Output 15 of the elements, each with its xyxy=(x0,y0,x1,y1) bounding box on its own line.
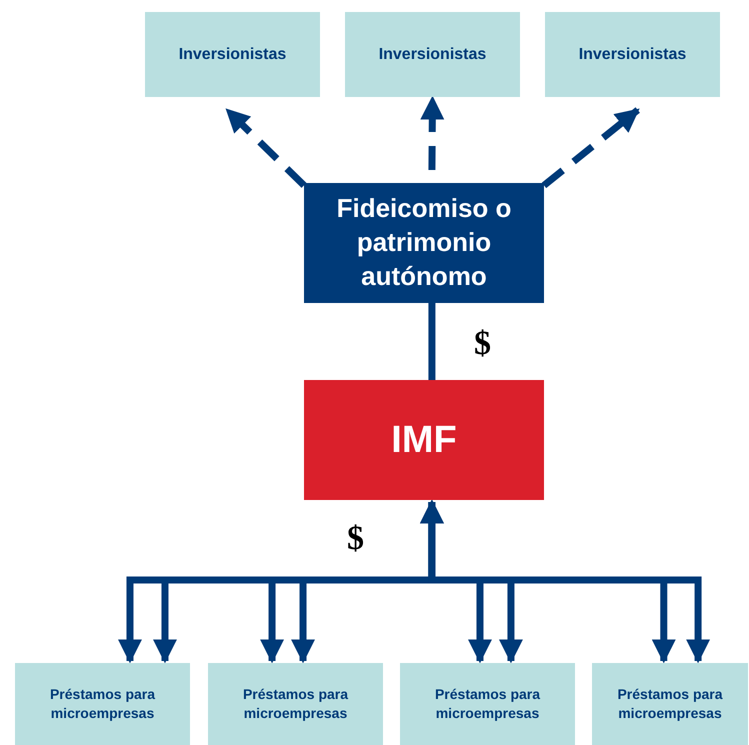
arrow xyxy=(542,107,640,188)
institution-box: IMF xyxy=(304,380,544,500)
loan-box: Préstamos para microempresas xyxy=(400,663,575,745)
connector-line xyxy=(428,303,436,380)
loan-box: Préstamos para microempresas xyxy=(208,663,383,745)
dollar-sign: $ xyxy=(347,520,364,558)
arrow xyxy=(420,96,444,170)
arrow xyxy=(224,108,306,188)
investor-box: Inversionistas xyxy=(145,12,320,97)
loan-box: Préstamos para microempresas xyxy=(592,663,748,745)
investor-box: Inversionistas xyxy=(345,12,520,97)
loan-box: Préstamos para microempresas xyxy=(15,663,190,745)
dollar-sign: $ xyxy=(474,325,491,363)
investor-box: Inversionistas xyxy=(545,12,720,97)
trust-box: Fideicomiso o patrimonio autónomo xyxy=(304,183,544,303)
